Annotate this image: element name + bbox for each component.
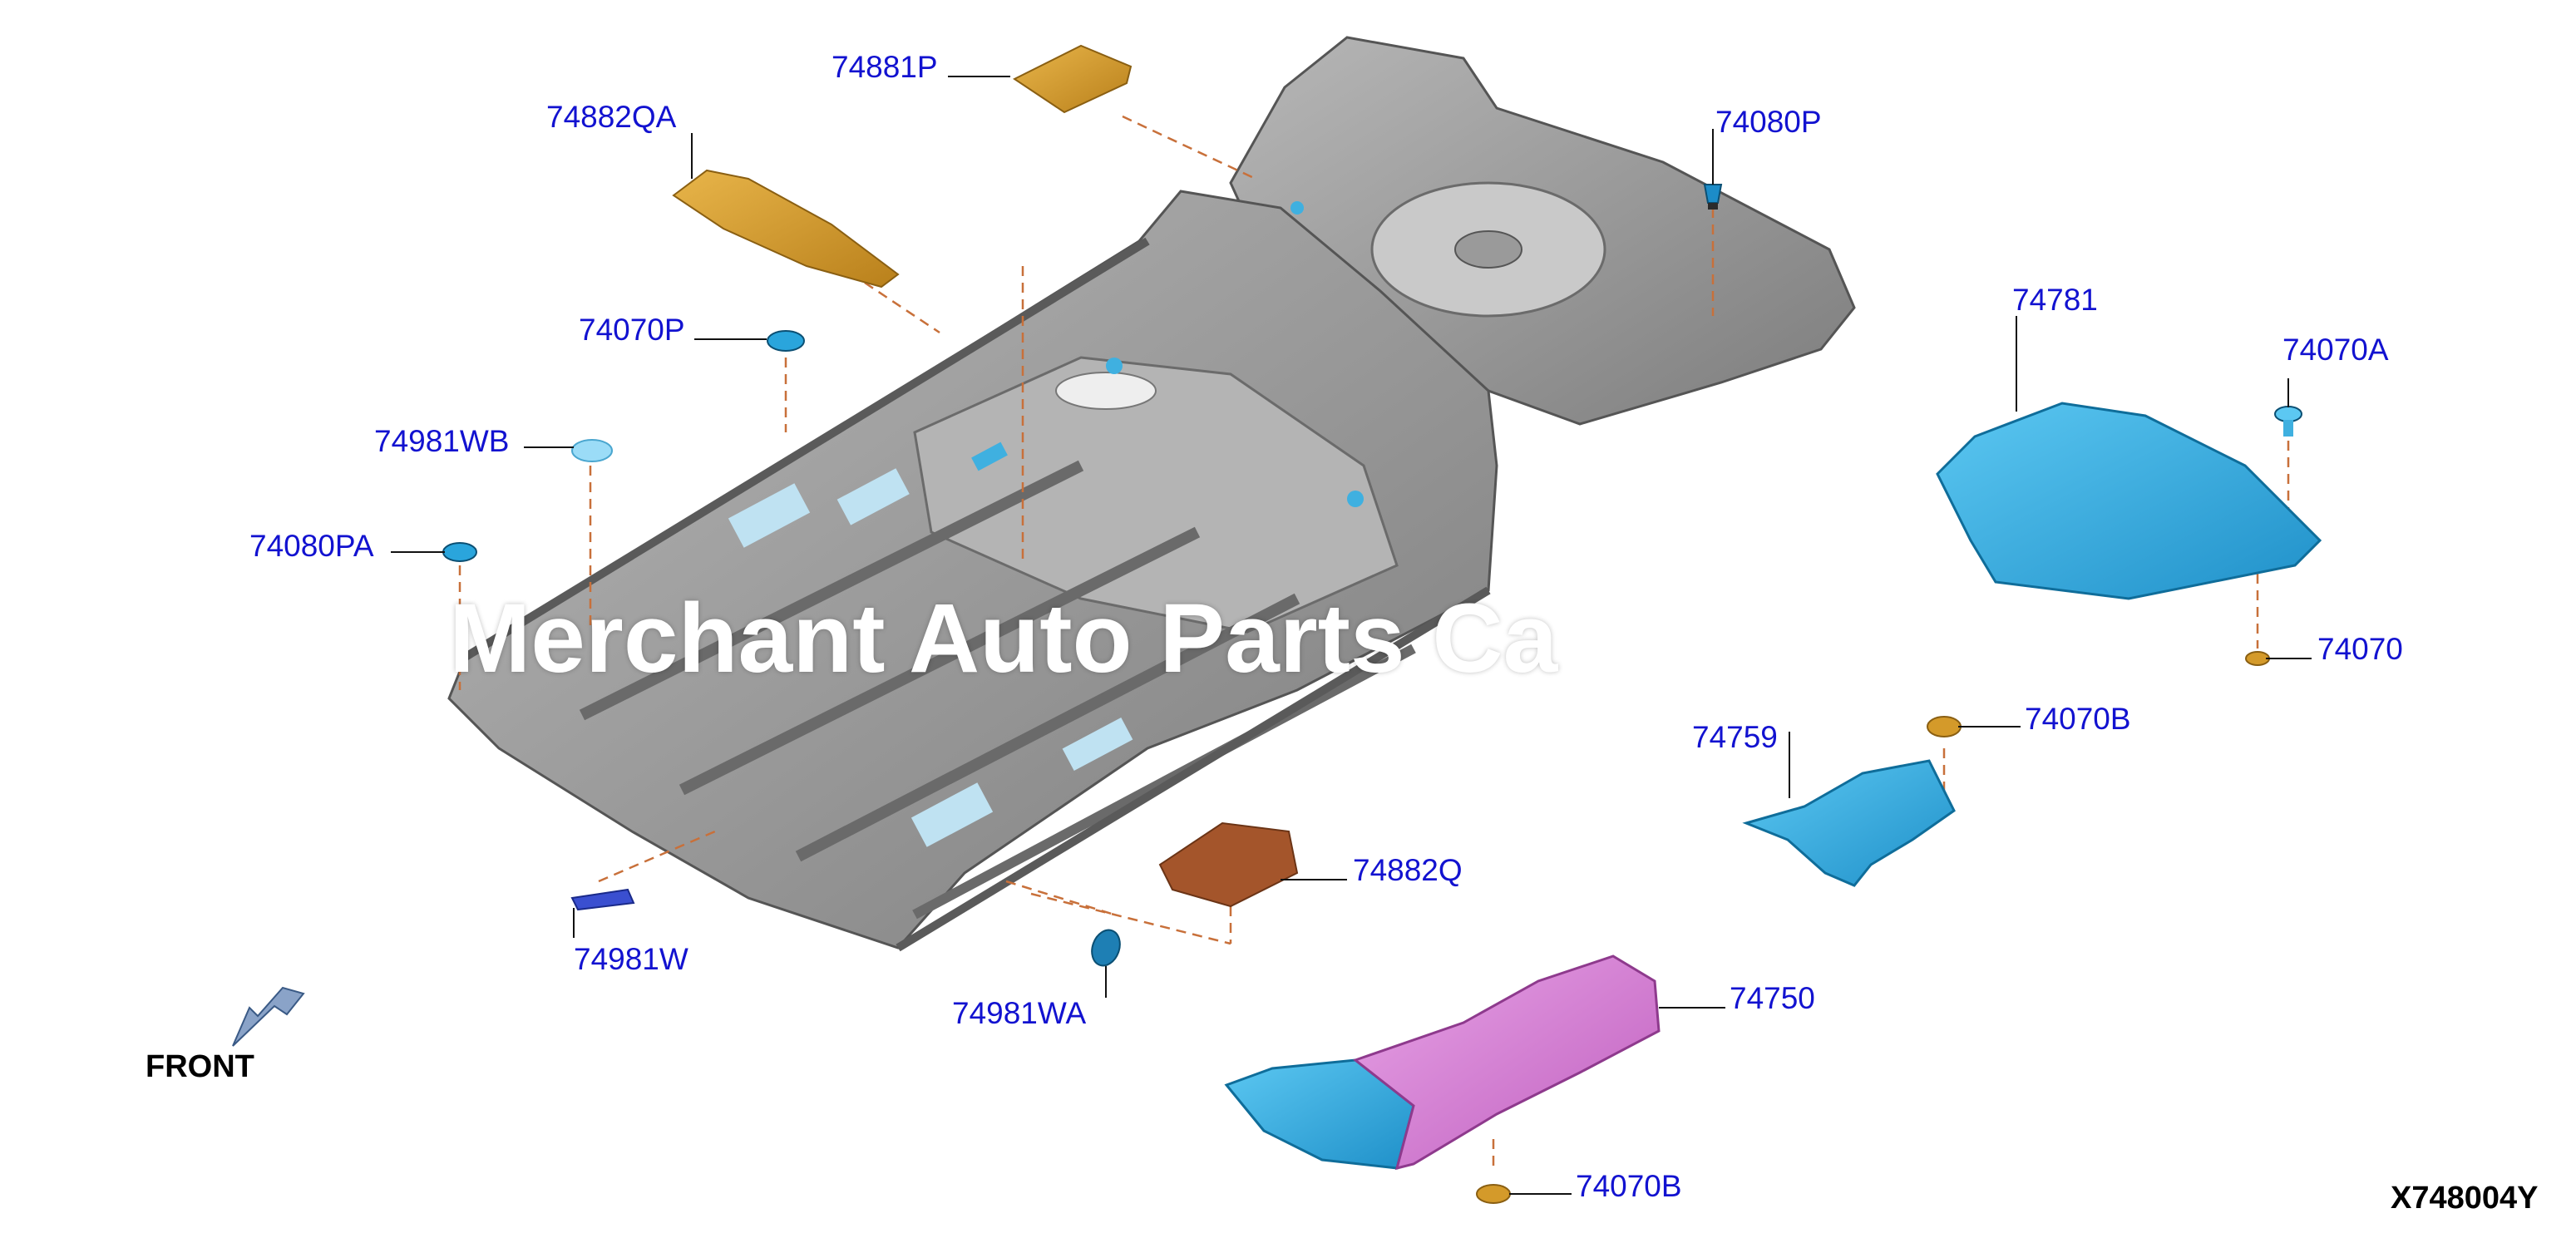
callout-74070A: 74070A — [2282, 333, 2389, 367]
callout-74070B-lower: 74070B — [1576, 1169, 1682, 1203]
clip-74070B-upper — [1927, 716, 1962, 737]
insulator-74881P — [1013, 44, 1133, 114]
callout-74981WB: 74981WB — [374, 424, 510, 458]
callout-74759: 74759 — [1692, 720, 1778, 754]
heat-insulator-74750-pink — [1352, 954, 1661, 1171]
callout-74070P: 74070P — [579, 313, 685, 347]
front-label: FRONT — [146, 1049, 254, 1084]
callout-74781: 74781 — [2012, 283, 2098, 317]
grommet-74080PA — [442, 542, 477, 562]
callout-74981W: 74981W — [574, 942, 688, 976]
under-cover-74781 — [1936, 402, 2322, 600]
grommet-74080P — [1703, 184, 1723, 210]
clip-74070-partial — [2245, 651, 2270, 666]
grommet-74070P — [767, 330, 805, 352]
plug-74981WB — [571, 439, 613, 462]
watermark: Merchant Auto Parts Ca — [449, 584, 1558, 693]
callout-74080P: 74080P — [1715, 105, 1822, 139]
callout-74070B-upper: 74070B — [2025, 702, 2131, 736]
insulator-74882QA — [672, 169, 900, 289]
label-leaders — [391, 76, 2312, 1195]
callout-74882Q: 74882Q — [1353, 853, 1463, 887]
callout-74080PA: 74080PA — [249, 529, 374, 563]
callout-74882QA: 74882QA — [546, 100, 677, 134]
floor-panel-assembly — [447, 36, 1856, 952]
leader-lines — [458, 115, 2290, 1172]
callout-74881P: 74881P — [832, 50, 938, 84]
callout-74070-partial: 74070 — [2317, 632, 2403, 666]
insulator-74882Q — [1158, 821, 1299, 908]
diagram-code: X748004Y — [2391, 1181, 2539, 1216]
callout-74981WA: 74981WA — [952, 996, 1087, 1030]
plug-74981WA — [1091, 929, 1121, 967]
callout-74750: 74750 — [1730, 981, 1815, 1015]
clip-74070B-lower — [1476, 1184, 1511, 1204]
tape-74981W — [570, 888, 635, 911]
front-arrow-icon — [232, 986, 305, 1047]
clip-74070A — [2274, 406, 2302, 437]
heat-shield-74759 — [1742, 759, 1956, 887]
